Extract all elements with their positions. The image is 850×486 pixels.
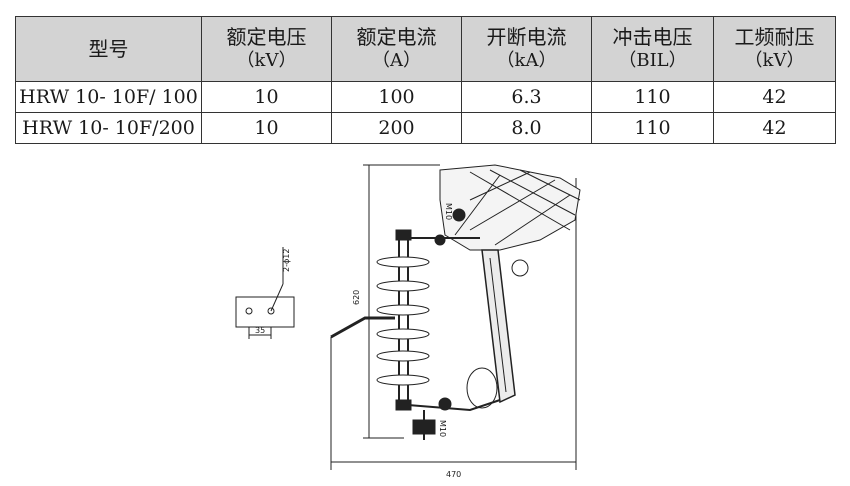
width-dimension-label: 470 — [446, 470, 461, 479]
cell-model: HRW 10- 10F/ 100 — [15, 81, 202, 113]
cell-breaking-current: 6.3 — [461, 81, 592, 113]
cell-rated-voltage: 10 — [201, 81, 332, 113]
table-row: HRW 10- 10F/ 100 10 100 6.3 110 42 — [15, 81, 836, 113]
cell-withstand: 42 — [713, 112, 836, 144]
mounting-plate-detail — [235, 247, 295, 339]
lower-contact — [407, 367, 501, 440]
plate-dimension-label: 35 — [255, 326, 265, 335]
fuse-cutout-drawing: 620 470 35 2-ϕ12 M10 M10 — [235, 164, 581, 479]
upper-bolt-mark: M10 — [444, 203, 453, 220]
cell-impulse-voltage: 110 — [591, 81, 714, 113]
hole-note-label: 2-ϕ12 — [282, 249, 291, 272]
cell-impulse-voltage: 110 — [591, 112, 714, 144]
cell-withstand: 42 — [713, 81, 836, 113]
cell-rated-current: 100 — [331, 81, 462, 113]
cell-breaking-current: 8.0 — [461, 112, 592, 144]
cell-model: HRW 10- 10F/200 — [15, 112, 202, 144]
fuse-tube — [481, 249, 516, 404]
header-model: 型号 — [15, 16, 202, 82]
lower-bolt-mark: M10 — [438, 420, 447, 437]
table-row: HRW 10- 10F/200 10 200 8.0 110 42 — [15, 112, 836, 144]
header-power-frequency-withstand: 工频耐压 （kV） — [713, 16, 836, 82]
height-dimension-label: 620 — [352, 290, 361, 305]
cell-rated-voltage: 10 — [201, 112, 332, 144]
cell-rated-current: 200 — [331, 112, 462, 144]
header-rated-current: 额定电流 （A） — [331, 16, 462, 82]
upper-contact — [409, 164, 581, 277]
table-header-row: 型号 额定电压 （kV） 额定电流 （A） 开断电流 （kA） 冲击电压 （BI… — [15, 16, 836, 82]
header-impulse-voltage: 冲击电压 （BIL） — [591, 16, 714, 82]
spec-table: 型号 额定电压 （kV） 额定电流 （A） 开断电流 （kA） 冲击电压 （BI… — [15, 16, 836, 144]
insulator — [376, 229, 430, 411]
header-breaking-current: 开断电流 （kA） — [461, 16, 592, 82]
header-rated-voltage: 额定电压 （kV） — [201, 16, 332, 82]
